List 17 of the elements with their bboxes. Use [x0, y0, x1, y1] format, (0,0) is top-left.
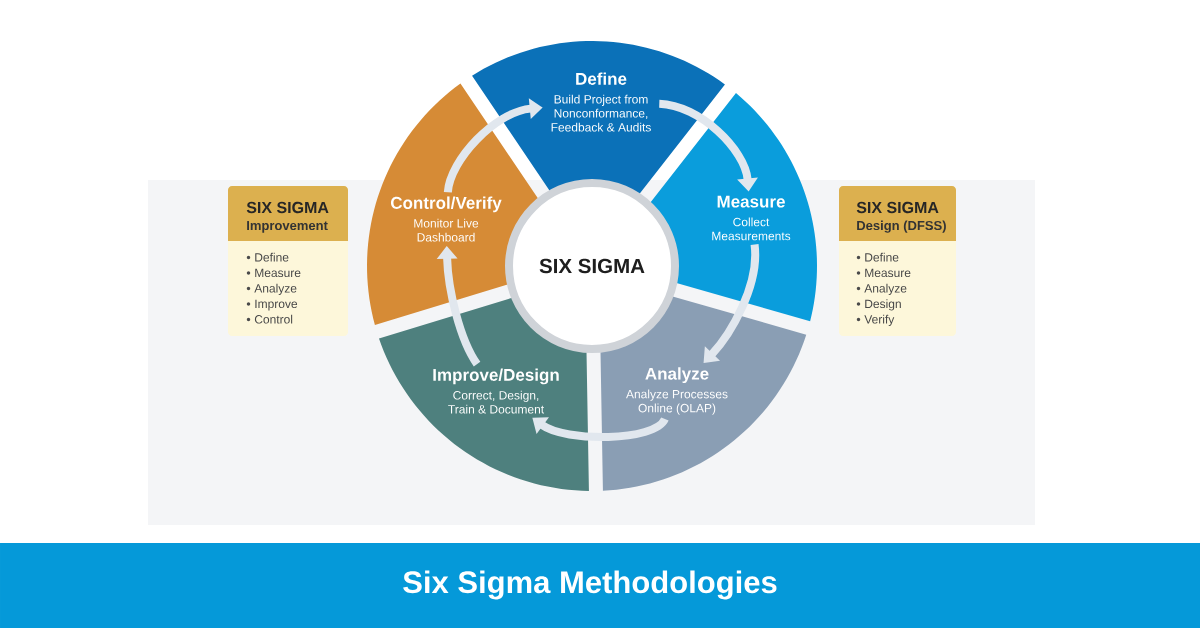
- card-title: SIX SIGMA: [856, 201, 939, 214]
- list-item: Improve: [255, 299, 298, 311]
- list-item: Analyze: [864, 283, 907, 295]
- card-title: SIX SIGMA: [246, 201, 329, 214]
- list-item: Define: [255, 252, 289, 262]
- list-item: Measure: [865, 268, 911, 278]
- list-item: Define: [865, 252, 899, 262]
- arrow: [532, 416, 669, 441]
- list-item: Verify: [864, 314, 895, 326]
- title-banner: Six Sigma Methodologies: [0, 543, 1200, 628]
- card-subtitle: Improvement: [247, 221, 328, 233]
- list-item: Analyze: [254, 283, 297, 295]
- card-subtitle: Design (DFSS): [857, 220, 946, 233]
- list-item: Design: [865, 299, 901, 311]
- list-item: Control: [254, 314, 293, 324]
- ring-segment: Analyze Analyze Processes Online (OLAP): [600, 294, 807, 491]
- list-item: Measure: [255, 268, 301, 278]
